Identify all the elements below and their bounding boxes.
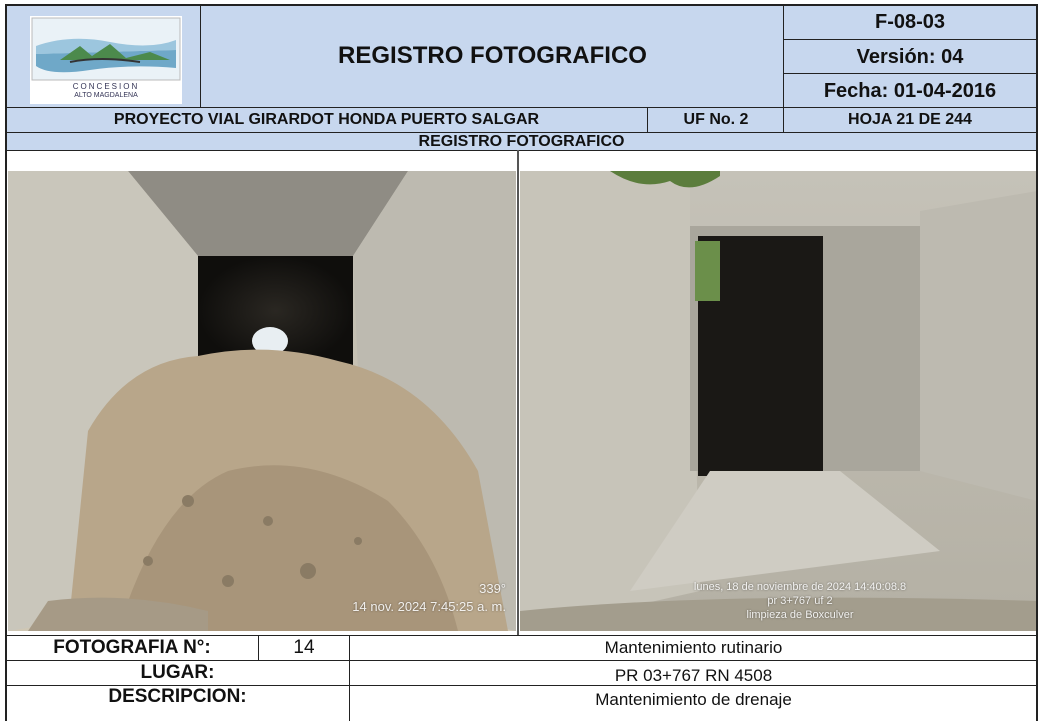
photo-right: lunes, 18 de noviembre de 2024 14:40:08.… (520, 171, 1037, 631)
divider-logo (200, 5, 201, 108)
divider-footer-row2 (6, 685, 1037, 686)
photo-left-angle: 339° (479, 581, 506, 596)
divider-footer-row1 (6, 660, 1037, 661)
divider-section-bottom (6, 150, 1037, 151)
photo-number-value: 14 (293, 637, 315, 658)
description-label: DESCRIPCION: (108, 686, 247, 707)
divider-version (783, 73, 1037, 74)
divider-footer-number (258, 635, 259, 660)
frame-top (5, 4, 1038, 6)
divider-header-bottom (6, 107, 1037, 108)
divider-code (783, 39, 1037, 40)
frame-right (1036, 4, 1038, 721)
logo: CONCESION ALTO MAGDALENA (30, 16, 182, 104)
frame-left (5, 4, 7, 721)
description-value: Mantenimiento de drenaje (595, 690, 792, 709)
form-version: Versión: 04 (856, 45, 964, 68)
project-name: PROYECTO VIAL GIRARDOT HONDA PUERTO SALG… (113, 111, 540, 128)
divider-footer-top (6, 635, 1037, 636)
photo-right-datetime: lunes, 18 de noviembre de 2024 14:40:08.… (693, 581, 907, 593)
form-code: F-08-03 (874, 10, 946, 33)
place-value: PR 03+767 RN 4508 (614, 666, 773, 685)
photo-left-datetime: 14 nov. 2024 7:45:25 a. m. (352, 599, 506, 614)
photo-subject: Mantenimiento rutinario (604, 638, 783, 657)
photo-right-location: pr 3+767 uf 2 (767, 595, 833, 607)
page-title: REGISTRO FOTOGRAFICO (338, 42, 647, 69)
place-label: LUGAR: (140, 662, 215, 683)
photo-right-note: limpieza de Boxculver (746, 609, 854, 621)
divider-right-block (783, 5, 784, 133)
divider-photos (517, 150, 519, 635)
sheet-number: HOJA 21 DE 244 (848, 111, 972, 128)
divider-footer-label (349, 635, 350, 721)
logo-graphic (31, 17, 181, 81)
divider-project-bottom (6, 132, 1037, 133)
logo-text-top: CONCESION (72, 82, 140, 91)
uf-number: UF No. 2 (683, 111, 749, 128)
divider-uf (647, 107, 648, 133)
logo-text-bottom: ALTO MAGDALENA (74, 92, 138, 99)
photo-left: 339° 14 nov. 2024 7:45:25 a. m. (8, 171, 516, 631)
photo-number-label: FOTOGRAFIA N°: (53, 637, 211, 658)
section-title: REGISTRO FOTOGRAFICO (418, 132, 625, 150)
form-date: Fecha: 01-04-2016 (823, 79, 997, 102)
